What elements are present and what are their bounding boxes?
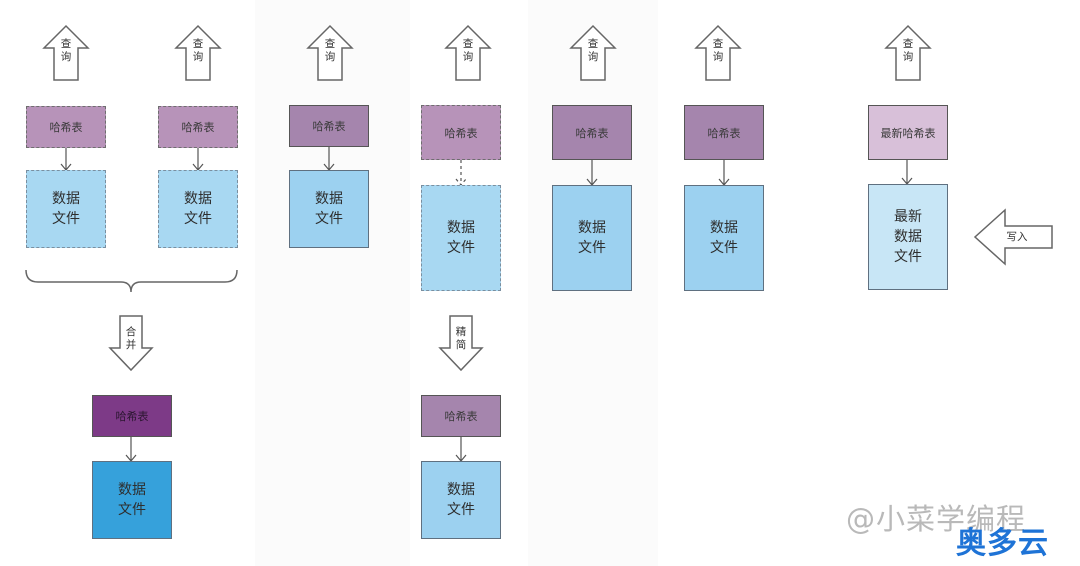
query-arrow-2 xyxy=(174,24,222,81)
hash-table: 哈希表 xyxy=(289,105,369,147)
query-label: 查 询 xyxy=(587,38,599,63)
hash-table: 哈希表 xyxy=(684,105,764,160)
query-arrow-5 xyxy=(569,24,617,81)
link-arrow xyxy=(718,160,730,186)
query-label: 查 询 xyxy=(324,38,336,63)
query-arrow-7 xyxy=(884,24,932,81)
link-arrow xyxy=(125,437,137,462)
link-arrow xyxy=(901,160,913,185)
query-label: 查 询 xyxy=(902,38,914,63)
write-label: 写入 xyxy=(1006,231,1028,243)
watermark: @小菜学编程 xyxy=(846,502,1027,536)
query-label: 查 询 xyxy=(192,38,204,63)
merged-data-file: 数据 文件 xyxy=(92,461,172,539)
merge-label: 合 并 xyxy=(125,326,137,351)
data-file: 数据 文件 xyxy=(158,170,238,248)
site-logo: 奥多云 xyxy=(956,526,1049,561)
compacted-data-file: 数据 文件 xyxy=(421,461,501,539)
query-arrow-6 xyxy=(694,24,742,81)
query-arrow-3 xyxy=(306,24,354,81)
data-file: 数据 文件 xyxy=(289,170,369,248)
merged-hash-table: 哈希表 xyxy=(92,395,172,437)
link-arrow xyxy=(455,437,467,462)
hash-table: 哈希表 xyxy=(421,105,501,160)
link-arrow xyxy=(455,160,467,186)
query-label: 查 询 xyxy=(712,38,724,63)
hash-table: 哈希表 xyxy=(26,106,106,148)
data-file: 数据 文件 xyxy=(26,170,106,248)
compact-label: 精 简 xyxy=(455,326,467,351)
compact-arrow xyxy=(438,315,484,372)
hash-table: 哈希表 xyxy=(158,106,238,148)
link-arrow xyxy=(586,160,598,186)
merge-arrow xyxy=(108,315,154,372)
query-arrow-4 xyxy=(444,24,492,81)
merge-brace xyxy=(25,269,238,293)
query-label: 查 询 xyxy=(462,38,474,63)
data-file: 数据 文件 xyxy=(552,185,632,291)
query-label: 查 询 xyxy=(60,38,72,63)
data-file: 数据 文件 xyxy=(421,185,501,291)
compacted-hash-table: 哈希表 xyxy=(421,395,501,437)
newest-data-file: 最新 数据 文件 xyxy=(868,184,948,290)
write-arrow xyxy=(973,208,1053,266)
query-arrow-1 xyxy=(42,24,90,81)
link-arrow xyxy=(323,147,335,171)
hash-table: 哈希表 xyxy=(552,105,632,160)
newest-hash-table: 最新哈希表 xyxy=(868,105,948,160)
background-band xyxy=(255,0,410,566)
link-arrow xyxy=(60,148,72,171)
link-arrow xyxy=(192,148,204,171)
data-file: 数据 文件 xyxy=(684,185,764,291)
